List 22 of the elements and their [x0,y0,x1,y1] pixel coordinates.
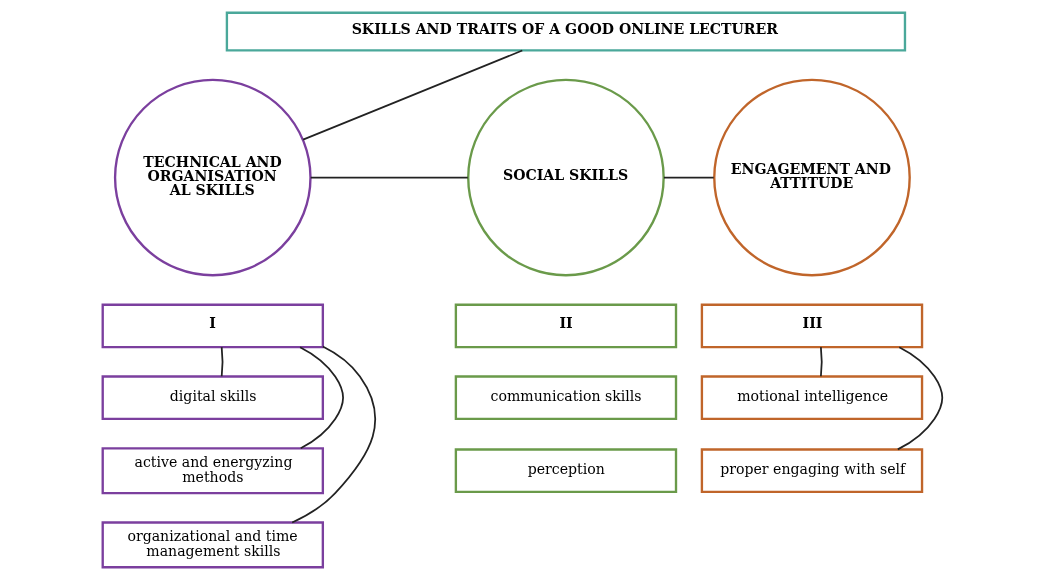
node-box: proper engaging with self [700,448,923,494]
node-box: perception [454,448,677,494]
connector [662,176,715,179]
node-circle: SOCIAL SKILLS [466,78,665,277]
connector [309,176,469,179]
node-box: organizational and time management skills [101,521,324,569]
node-circle: ENGAGEMENT AND ATTITUDE [712,78,911,277]
node-box: communication skills [454,375,677,421]
connector [298,346,344,450]
node-box: III [700,303,923,349]
connector [896,346,943,451]
connector [301,49,523,141]
node-box: motional intelligence [700,375,923,421]
node-box: SKILLS AND TRAITS OF A GOOD ONLINE LECTURER [225,11,906,52]
node-box: I [101,303,324,349]
node-box: digital skills [101,375,324,421]
connector [290,345,376,524]
connector [220,346,223,378]
node-circle: TECHNICAL AND ORGANISATION AL SKILLS [113,78,312,277]
node-box: II [454,303,677,349]
node-box: active and energyzing methods [101,447,324,495]
connector [819,346,823,378]
